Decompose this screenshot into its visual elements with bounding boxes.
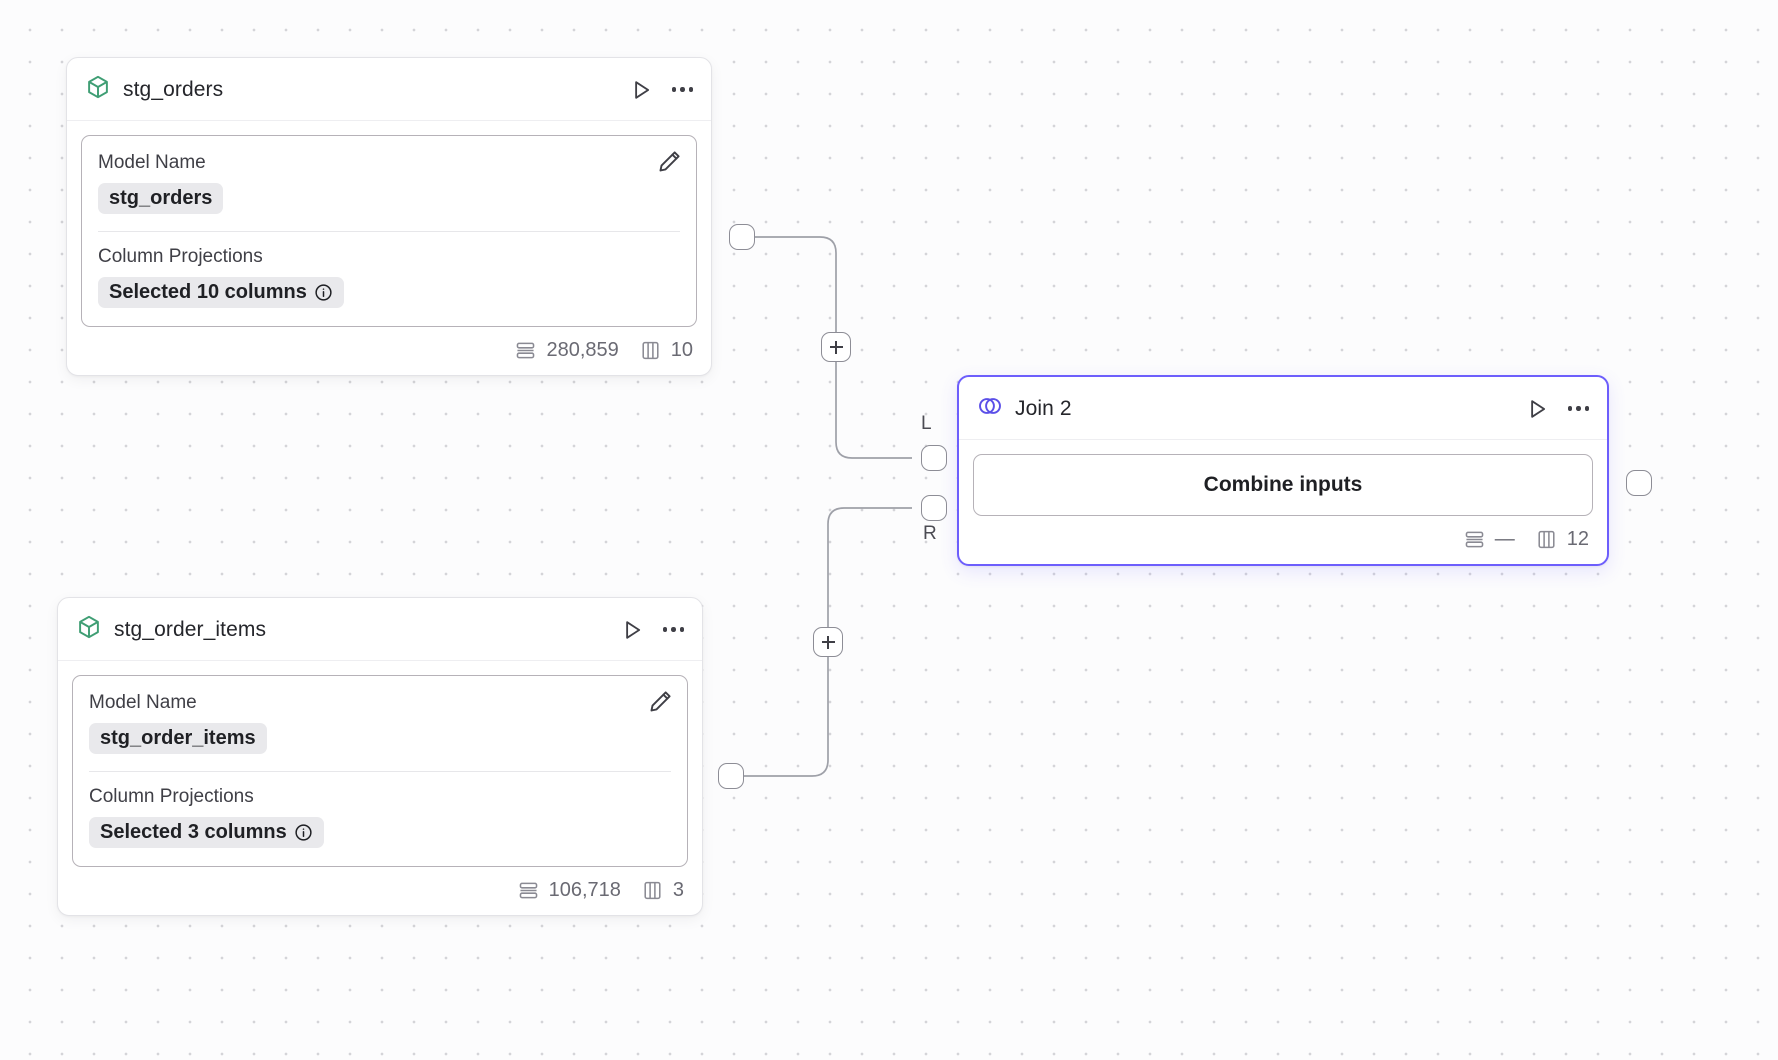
model-name-chip[interactable]: stg_orders: [98, 183, 224, 214]
node-header: stg_orders: [67, 58, 711, 121]
venn-icon: [977, 393, 1003, 424]
node-footer: 106,718 3: [58, 867, 702, 915]
column-projections-value: Selected 3 columns: [100, 821, 287, 843]
column-count-value: 3: [672, 879, 684, 901]
node-footer: — 12: [959, 516, 1607, 564]
column-projections-chip[interactable]: Selected 10 columns: [98, 277, 344, 308]
right-input-port-label: R: [923, 523, 938, 544]
row-count-stat: —: [1463, 528, 1515, 551]
node-header: stg_order_items: [58, 598, 702, 661]
more-options-icon[interactable]: [662, 627, 684, 632]
node-title: stg_order_items: [114, 617, 267, 641]
edit-pencil-icon[interactable]: [656, 148, 683, 180]
input-port-join-left[interactable]: [921, 445, 947, 471]
add-node-on-edge-lower-button[interactable]: [813, 627, 843, 657]
model-name-label: Model Name: [89, 692, 197, 713]
column-count-value: 12: [1566, 528, 1589, 550]
rows-icon: [1463, 528, 1486, 551]
columns-icon: [1535, 528, 1558, 551]
node-footer: 280,859 10: [67, 327, 711, 375]
columns-icon: [639, 339, 662, 362]
node-title: stg_orders: [123, 77, 224, 101]
cube-icon: [85, 74, 111, 105]
input-port-join-right[interactable]: [921, 495, 947, 521]
run-icon[interactable]: [619, 617, 645, 643]
more-options-icon[interactable]: [671, 87, 693, 92]
node-stg-order-items[interactable]: stg_order_items: [57, 597, 703, 916]
info-icon[interactable]: [294, 823, 313, 842]
edit-pencil-icon[interactable]: [647, 688, 674, 720]
node-body: Model Name stg_order_items Column Projec…: [58, 661, 702, 867]
node-body: Model Name stg_orders Column Projections…: [67, 121, 711, 327]
column-count-stat: 12: [1535, 528, 1589, 551]
row-count-value: —: [1494, 528, 1515, 550]
output-port-stg-order-items[interactable]: [718, 763, 744, 789]
model-config-panel: Model Name stg_orders Column Projections…: [81, 135, 697, 327]
node-header-actions: [1524, 396, 1589, 422]
output-port-join-2[interactable]: [1626, 470, 1652, 496]
model-name-chip[interactable]: stg_order_items: [89, 723, 267, 754]
panel-divider: [89, 771, 671, 772]
row-count-stat: 280,859: [514, 339, 619, 362]
info-icon[interactable]: [314, 283, 333, 302]
rows-icon: [514, 339, 537, 362]
column-projections-label: Column Projections: [98, 246, 263, 267]
column-projections-chip[interactable]: Selected 3 columns: [89, 817, 324, 848]
column-projections-value: Selected 10 columns: [109, 281, 307, 303]
column-count-stat: 10: [639, 339, 693, 362]
column-count-value: 10: [670, 339, 693, 361]
row-count-value: 106,718: [548, 879, 621, 901]
node-header: Join 2: [959, 377, 1607, 440]
cube-icon: [76, 614, 102, 645]
run-icon[interactable]: [1524, 396, 1550, 422]
more-options-icon[interactable]: [1567, 406, 1589, 411]
model-config-panel: Model Name stg_order_items Column Projec…: [72, 675, 688, 867]
column-projections-label: Column Projections: [89, 786, 254, 807]
panel-divider: [98, 231, 680, 232]
column-count-stat: 3: [641, 879, 684, 902]
node-body: Combine inputs: [959, 440, 1607, 516]
node-title: Join 2: [1015, 396, 1072, 420]
node-header-actions: [628, 77, 693, 103]
model-name-label: Model Name: [98, 152, 206, 173]
columns-icon: [641, 879, 664, 902]
output-port-stg-orders[interactable]: [729, 224, 755, 250]
combine-inputs-button[interactable]: Combine inputs: [973, 454, 1593, 516]
rows-icon: [517, 879, 540, 902]
row-count-value: 280,859: [546, 339, 619, 361]
node-stg-orders[interactable]: stg_orders: [66, 57, 712, 376]
add-node-on-edge-upper-button[interactable]: [821, 332, 851, 362]
node-join-2[interactable]: Join 2 Combine inputs: [957, 375, 1609, 566]
run-icon[interactable]: [628, 77, 654, 103]
node-header-actions: [619, 617, 684, 643]
left-input-port-label: L: [921, 413, 932, 434]
row-count-stat: 106,718: [517, 879, 621, 902]
